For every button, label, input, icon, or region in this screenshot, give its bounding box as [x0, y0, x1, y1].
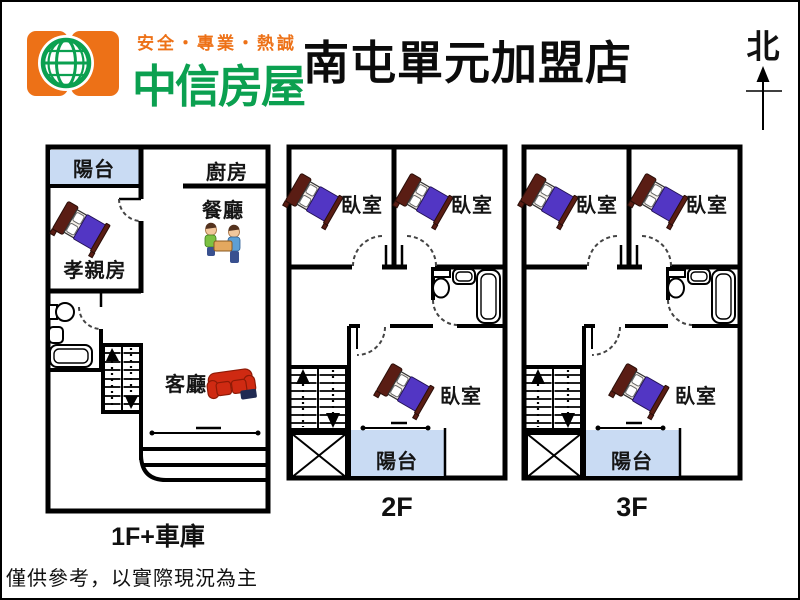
sliding-door — [149, 426, 261, 436]
room-label-parents: 孝親房 — [63, 258, 127, 282]
floor1-plan: 陽台 廚房 餐廳 孝親房 客廳 — [45, 144, 271, 514]
door-arc — [118, 198, 142, 222]
garage-door — [139, 412, 268, 482]
bed-icon — [49, 200, 112, 259]
floor1-caption: 1F+車庫 — [111, 523, 205, 551]
bathroom-door-arc — [78, 306, 102, 330]
sofa-icon — [204, 367, 258, 405]
stairs-down-arrow-icon — [125, 396, 138, 409]
brand-name: 中信房屋 — [132, 61, 306, 112]
room-label-dining: 餐廳 — [202, 198, 244, 222]
room-label-kitchen: 廚房 — [206, 160, 248, 184]
room-label-balcony: 陽台 — [73, 157, 115, 181]
north-indicator: 北 — [746, 28, 782, 130]
floor2-caption: 2F — [381, 492, 413, 522]
toilet-icon — [48, 302, 75, 322]
outer-walls — [45, 144, 271, 514]
floor2-plan — [283, 147, 505, 478]
brand-tagline: 安全・專業・熱誠 — [137, 34, 297, 53]
bathtub-icon — [49, 344, 93, 368]
sink-icon — [48, 326, 64, 344]
dining-people-icon — [204, 222, 241, 264]
disclaimer-text: 僅供參考，以實際現況為主 — [6, 568, 258, 590]
brand-logo — [27, 31, 119, 96]
north-arrow-icon — [756, 66, 770, 82]
store-title: 南屯單元加盟店 — [303, 37, 632, 89]
stairs-icon — [101, 343, 143, 414]
floor3-plan — [518, 147, 740, 478]
north-label: 北 — [747, 28, 780, 65]
room-label-living: 客廳 — [164, 372, 207, 396]
floor3-caption: 3F — [616, 492, 648, 522]
balcony-area — [50, 150, 139, 184]
stairs-up-arrow-icon — [106, 348, 119, 361]
